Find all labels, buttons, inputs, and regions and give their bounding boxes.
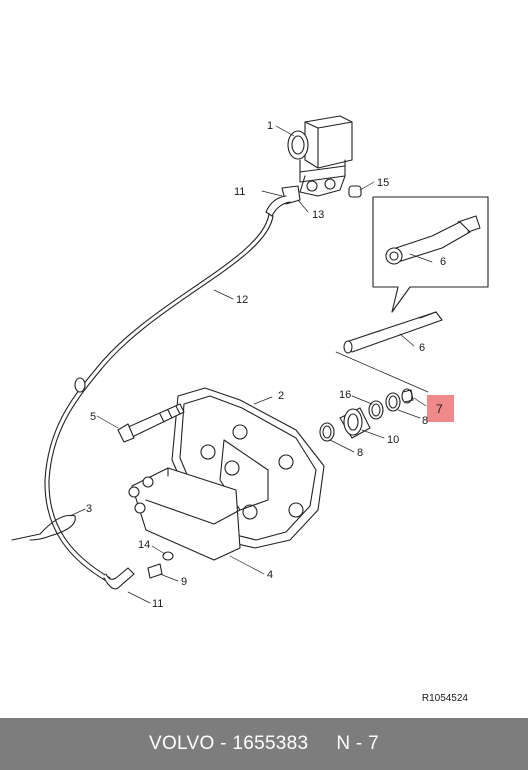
highlight-box [427, 395, 454, 422]
callout-16: 16 [339, 389, 351, 401]
callout-1: 1 [267, 120, 273, 132]
callout-4: 4 [267, 569, 273, 581]
callout-10: 10 [387, 434, 399, 446]
bolt-part [117, 403, 185, 443]
separator: - [214, 733, 233, 754]
part-number: 1655383 [232, 733, 309, 754]
callout-7: 7 [436, 402, 443, 416]
spacer [308, 733, 336, 755]
diagram-position: N - 7 [336, 733, 380, 754]
exploded-parts-diagram: 1 2 3 4 5 6 6 7 8 8 9 10 11 11 12 13 14 … [11, 115, 489, 704]
reference-code: R1054524 [422, 693, 469, 704]
callout-13: 13 [312, 209, 324, 221]
brand-label: VOLVO [148, 733, 215, 754]
callout-9: 9 [181, 576, 187, 588]
top-hose-elbow [265, 185, 301, 217]
callout-12: 12 [236, 294, 248, 306]
washer-part [162, 551, 174, 561]
callout-5: 5 [90, 411, 96, 423]
pin-part [343, 311, 443, 354]
solenoid-valve-part [287, 115, 353, 197]
callout-2: 2 [278, 390, 284, 402]
callout-8-right: 8 [422, 415, 428, 427]
callout-8-left: 8 [357, 447, 363, 459]
vacuum-hose [44, 213, 270, 583]
pump-body-part [128, 467, 241, 561]
bottom-hose-elbow [103, 567, 135, 590]
detail-inset-box [372, 196, 489, 313]
callout-11-bottom: 11 [152, 598, 163, 610]
callout-14: 14 [138, 539, 150, 551]
callout-6-inset: 6 [440, 256, 446, 268]
hose-clamp [11, 514, 76, 541]
callout-15: 15 [377, 177, 389, 189]
cap-part [348, 185, 362, 198]
nipple-part [147, 563, 163, 579]
callout-6: 6 [419, 342, 425, 354]
callout-11-top: 11 [234, 186, 245, 198]
part-info-footer: VOLVO - 1655383 N - 7 [0, 718, 528, 770]
bearing-and-seals [319, 388, 414, 442]
callout-3: 3 [86, 503, 92, 515]
